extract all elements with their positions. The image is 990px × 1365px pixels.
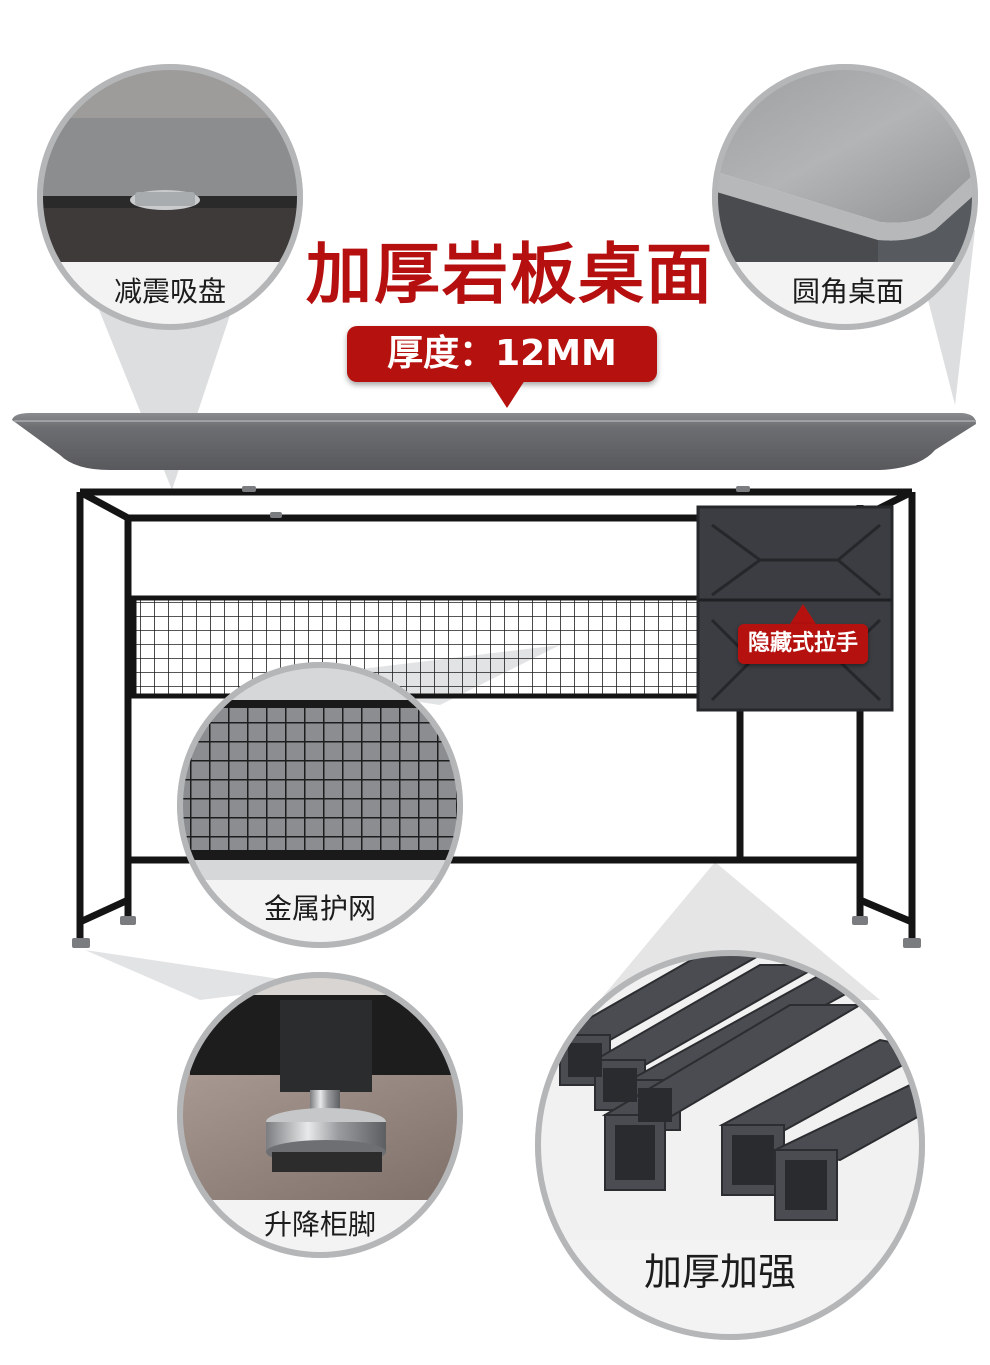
headline: 加厚岩板桌面 (306, 236, 714, 313)
drawer-badge-arrow-icon (790, 604, 816, 624)
stone-tabletop (12, 413, 976, 470)
callout-label-foot: 升降柜脚 (263, 1208, 376, 1241)
callout-label-mesh: 金属护网 (263, 892, 376, 925)
mesh-panel (131, 595, 703, 699)
drawer-badge: 隐藏式拉手 (738, 624, 868, 664)
thickness-banner: 厚度：12MM (347, 326, 657, 408)
zoom-circle-tubes (535, 950, 925, 1340)
zoom-circle-mesh (177, 662, 463, 948)
callout-label-corner: 圆角桌面 (791, 275, 904, 308)
zoom-circle-foot (177, 972, 463, 1258)
callout-label-tube: 加厚加强 (643, 1250, 796, 1294)
banner-pointer-icon (489, 380, 525, 408)
zoom-circle-corner (712, 64, 978, 330)
thickness-label: 厚度：12MM (387, 333, 617, 374)
callout-label-suction: 减震吸盘 (113, 275, 226, 308)
desk-feet (72, 486, 921, 948)
callout-cone-suction (95, 300, 235, 490)
